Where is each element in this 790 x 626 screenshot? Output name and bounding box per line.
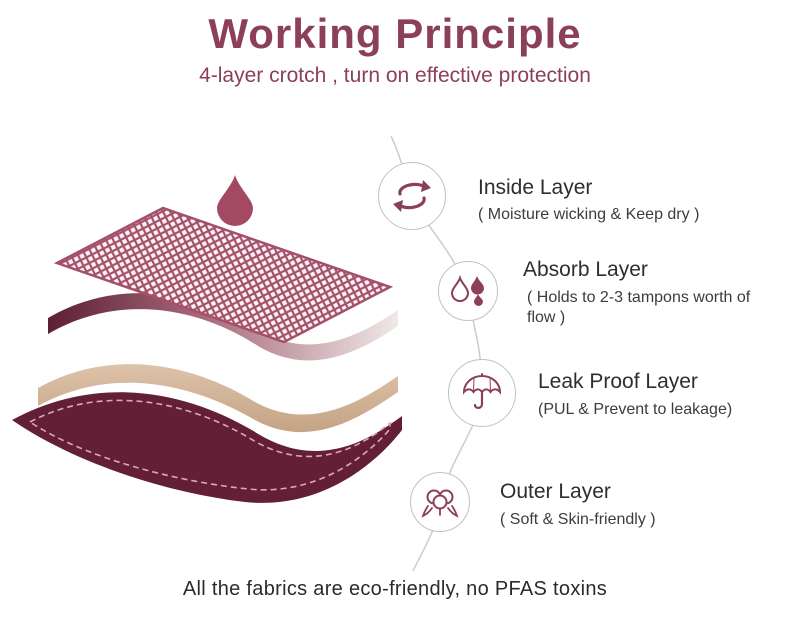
layer-name: Inside Layer bbox=[478, 176, 593, 199]
umbrella-icon bbox=[462, 373, 502, 409]
water-drop-icon bbox=[217, 175, 253, 226]
stitch-line bbox=[28, 399, 391, 491]
leakproof-layer-graphic bbox=[38, 364, 398, 433]
layer-name: Absorb Layer bbox=[523, 258, 648, 281]
layer-name: Leak Proof Layer bbox=[538, 370, 698, 393]
layer-desc: ( Holds to 2-3 tampons worth of flow ) bbox=[527, 289, 751, 326]
outer-layer-graphic bbox=[12, 392, 402, 503]
water-drops-icon bbox=[450, 274, 484, 306]
page-subtitle: 4-layer crotch , turn on effective prote… bbox=[199, 64, 591, 87]
layer-desc: ( Soft & Skin-friendly ) bbox=[500, 511, 656, 528]
page-title: Working Principle bbox=[208, 10, 582, 57]
mesh-layer-graphic bbox=[53, 206, 394, 344]
icon-circle-outer-layer bbox=[410, 472, 470, 532]
cotton-icon bbox=[421, 489, 459, 518]
layers-diagram bbox=[12, 175, 402, 503]
layer-desc: (PUL & Prevent to leakage) bbox=[538, 401, 733, 418]
icon-circle-inside-layer bbox=[378, 162, 446, 230]
layer-desc: ( Moisture wicking & Keep dry ) bbox=[478, 206, 700, 223]
absorb-layer-graphic bbox=[48, 293, 398, 361]
layer-name: Outer Layer bbox=[500, 480, 611, 503]
recycle-arrows-icon bbox=[393, 180, 431, 212]
footer-note: All the fabrics are eco-friendly, no PFA… bbox=[182, 578, 608, 600]
icon-circle-leakproof-layer bbox=[448, 359, 516, 427]
icon-circle-absorb-layer bbox=[438, 261, 498, 321]
